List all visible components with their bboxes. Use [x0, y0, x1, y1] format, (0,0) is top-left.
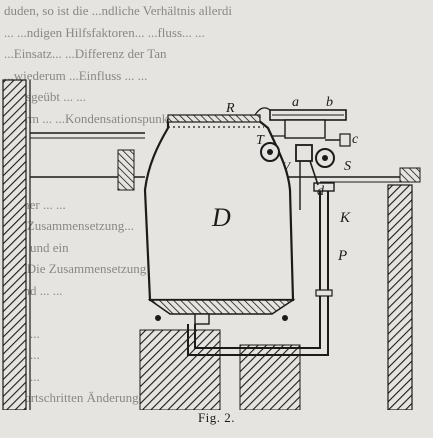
label-K: K [339, 210, 351, 226]
label-R: R [225, 101, 235, 116]
bg-line: ... ...Die Zusammensetzung ... [4, 261, 160, 276]
vessel-lid [167, 114, 261, 123]
vessel-bottom [147, 299, 296, 315]
roller-S-hub [322, 155, 328, 161]
label-b: b [326, 95, 333, 110]
bg-line: ... Fortschritten Änderungen... [4, 390, 161, 405]
valve-V [295, 144, 313, 162]
weight-box [284, 119, 326, 139]
right-wall-top [399, 167, 421, 183]
bg-line: ...wiederum ...Einfluss ... ... [4, 67, 148, 83]
label-a: a [292, 95, 299, 110]
bg-line: ... ...ndigen Hilfsfaktoren... ...fluss.… [4, 24, 205, 40]
bg-line: duden, so ist die ...ndliche Verhältnis … [4, 3, 232, 18]
lever-c-block [339, 133, 351, 147]
label-T: T [256, 133, 265, 148]
right-wall [387, 184, 413, 410]
pipe-flange [315, 289, 333, 297]
vessel-drain [194, 313, 210, 325]
figure-caption: Fig. 2. [197, 410, 236, 425]
label-d: d [317, 184, 325, 199]
support-foot-left [155, 315, 161, 321]
bottom-foundation [139, 329, 221, 410]
label-D: D [211, 203, 231, 232]
support-foot-right [282, 315, 288, 321]
label-V: V [282, 159, 292, 174]
rod-d [309, 160, 319, 186]
left-bracket [117, 149, 135, 191]
pipe-flange-upper [313, 182, 335, 192]
left-wall [2, 79, 27, 410]
bg-line: ...Einsatz... ...Differenz der Tan [4, 46, 167, 61]
hook-R [254, 107, 271, 116]
roller-T-hub [267, 149, 273, 155]
label-c: c [352, 132, 359, 147]
apparatus-figure: R a b T c V S d D K P [2, 79, 421, 410]
bg-line: ... ...Zusammensetzung... [4, 218, 134, 233]
label-S: S [344, 159, 351, 174]
label-P: P [337, 248, 347, 264]
bg-line: ...form ... ...Kondensationspunkte sieht [4, 110, 206, 126]
